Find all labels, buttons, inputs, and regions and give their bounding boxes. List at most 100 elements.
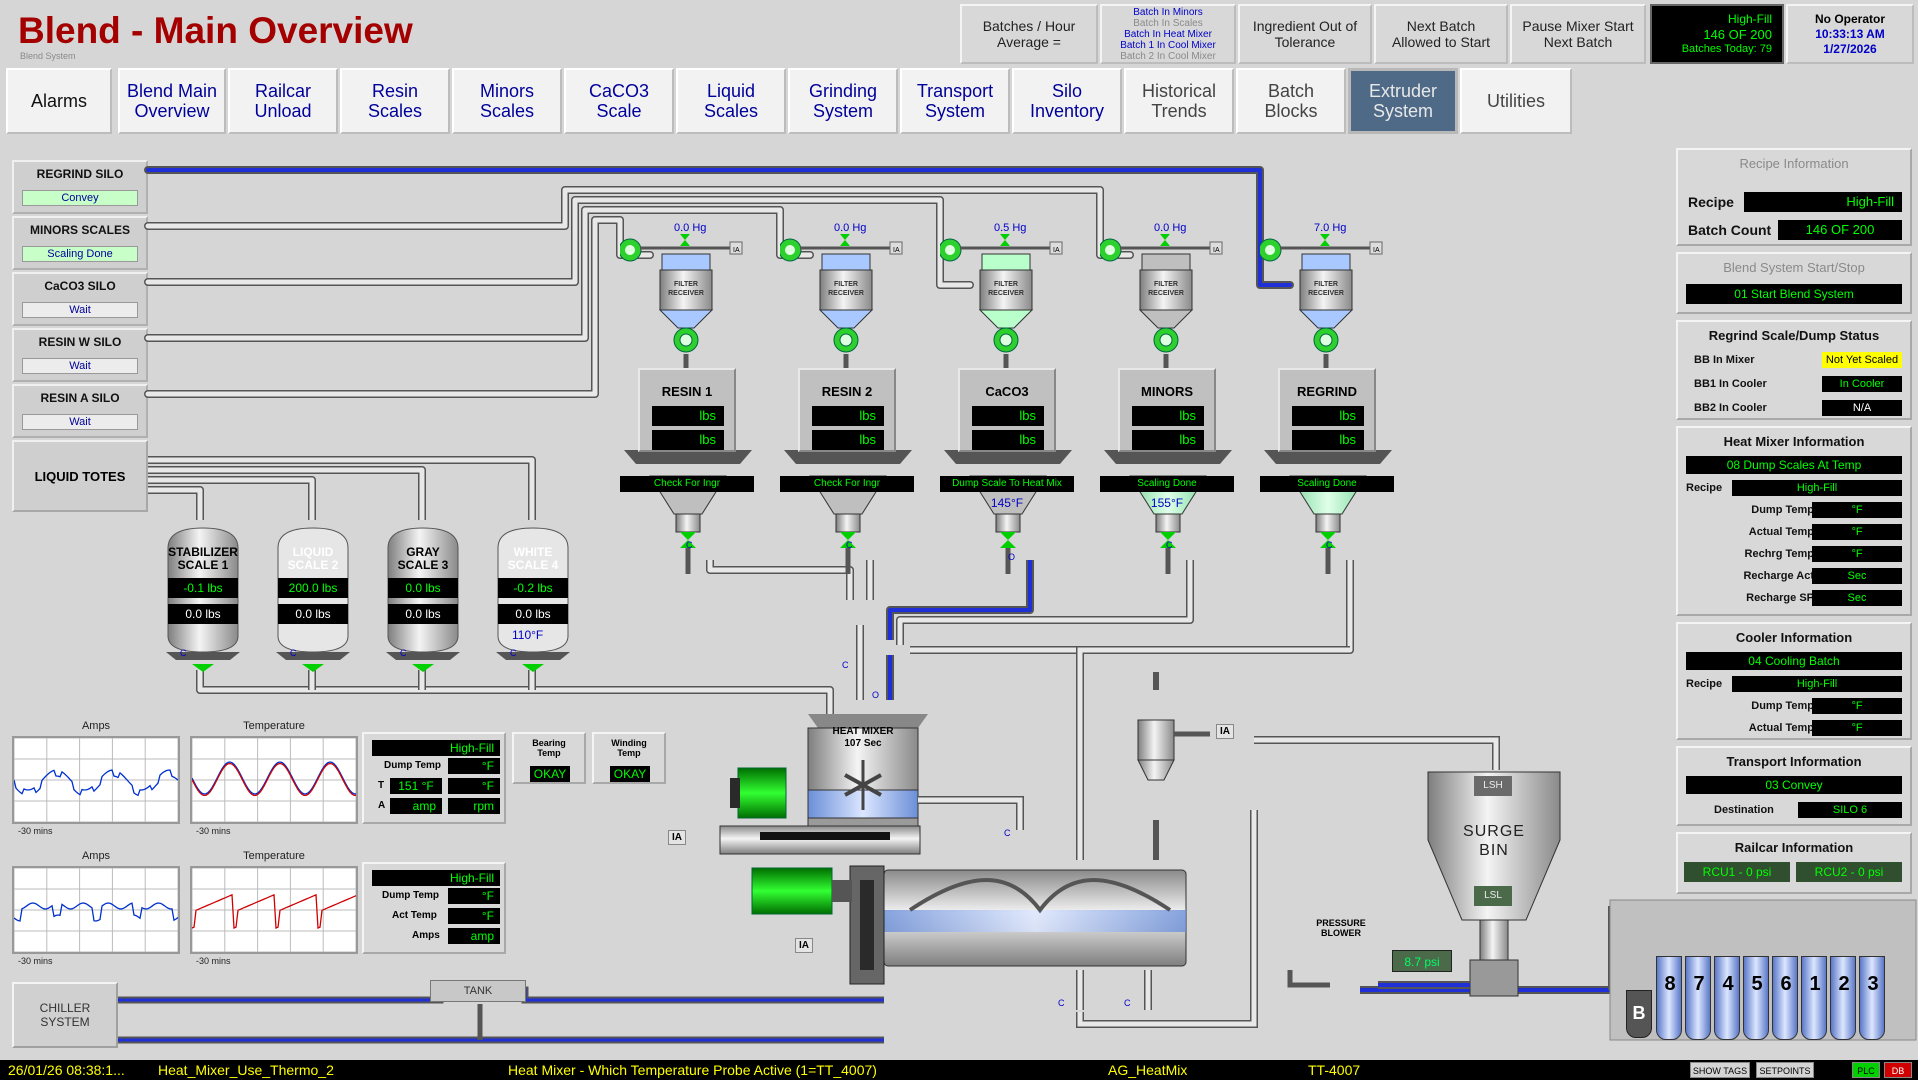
vacuum-reading: 0.5 Hg (994, 222, 1027, 234)
nav-extruder-system[interactable]: Extruder System (1348, 68, 1458, 134)
heat-mixer-info-panel: Heat Mixer Information 08 Dump Scales At… (1676, 426, 1912, 616)
silo-name: CaCO3 SILO (44, 279, 116, 293)
hm-info-t-val: 151 °F (390, 778, 442, 794)
bin-b[interactable]: B (1626, 990, 1652, 1038)
pause-mixer-button[interactable]: Pause Mixer Start Next Batch (1510, 4, 1646, 64)
nav-blend-main-overview[interactable]: Blend Main Overview (118, 68, 226, 134)
receiver-resin-2: 0.0 Hg IA FILTER RECEIVER 1110000RESIN 2… (780, 214, 920, 574)
cooler-status: 04 Cooling Batch (1686, 652, 1902, 670)
nav-label: Silo Inventory (1029, 81, 1105, 121)
show-tags-button[interactable]: SHOW TAGS (1690, 1062, 1750, 1078)
svg-text:IA: IA (1373, 247, 1380, 254)
temperature-trend-chart[interactable] (190, 866, 358, 954)
scale-weight: lbs (1132, 406, 1204, 426)
temp-trend-plot (191, 737, 357, 823)
bearing-temp-box: Bearing Temp OKAY (512, 732, 586, 784)
nav-railcar-unload[interactable]: Railcar Unload (228, 68, 338, 134)
next-batch-allowed[interactable]: Next Batch Allowed to Start (1374, 4, 1508, 64)
amps-trend-chart[interactable] (12, 866, 180, 954)
storage-bin[interactable]: 3 (1859, 956, 1885, 1040)
silo-status: Wait (22, 358, 138, 374)
batches-today: Batches Today: 79 (1681, 43, 1772, 55)
scale-status: Scaling Done (1100, 476, 1234, 492)
scale-setpoint: lbs (1132, 430, 1204, 450)
nav-resin-scales[interactable]: Resin Scales (340, 68, 450, 134)
nav-label: Transport System (916, 81, 994, 121)
startstop-val[interactable]: 01 Start Blend System (1686, 284, 1902, 304)
valve-c-label: C (400, 648, 407, 658)
silo-status: Convey (22, 190, 138, 206)
setpoints-button[interactable]: SETPOINTS (1756, 1062, 1814, 1078)
vacuum-reading: 0.0 Hg (674, 222, 707, 234)
storage-bin[interactable]: 1 (1801, 956, 1827, 1040)
hm-info-t-lbl: T (378, 780, 385, 791)
cool-info-recipe: High-Fill (372, 870, 500, 886)
header-recipe: High-Fill (1727, 12, 1772, 26)
nav-batch-blocks[interactable]: Batch Blocks (1236, 68, 1346, 134)
bin-number: 1 (1809, 973, 1821, 995)
nav-label: Historical Trends (1141, 81, 1216, 121)
nav-label: Batch Blocks (1264, 81, 1318, 121)
temperature-trend-chart[interactable] (190, 736, 358, 824)
nav-transport-system[interactable]: Transport System (900, 68, 1010, 134)
nav-liquid-scales[interactable]: Liquid Scales (676, 68, 786, 134)
vacuum-reading: 7.0 Hg (1314, 222, 1347, 234)
white-scale-temp: 110°F (512, 628, 544, 642)
liquid-totes-box[interactable]: LIQUID TOTES (12, 440, 148, 512)
scale-name: MINORS (1141, 384, 1193, 399)
receiver-caco3: 0.5 Hg IA FILTER RECEIVER 1211310CaCO3lb… (940, 214, 1080, 574)
nav-alarms[interactable]: Alarms (6, 68, 112, 134)
amps-trend-chart[interactable] (12, 736, 180, 824)
nav-silo-inventory[interactable]: Silo Inventory (1012, 68, 1122, 134)
nav-historical-trends[interactable]: Historical Trends (1124, 68, 1234, 134)
destination-lbl: Destination (1714, 804, 1774, 816)
storage-bin[interactable]: 4 (1714, 956, 1740, 1040)
nav-grinding-system[interactable]: Grinding System (788, 68, 898, 134)
storage-bin[interactable]: 2 (1830, 956, 1856, 1040)
liquid-tote-pipes (148, 456, 834, 715)
ingredient-out-of-tolerance[interactable]: Ingredient Out of Tolerance (1238, 4, 1372, 64)
scale-name: RESIN 2 (821, 384, 873, 399)
heat-mixer-time: 107 Sec (844, 738, 882, 749)
nav-utilities[interactable]: Utilities (1460, 68, 1572, 134)
cool-info-act-lbl: Act Temp (392, 910, 437, 921)
amps-trend-title: Amps (81, 720, 111, 732)
pause-mixer-label: Pause Mixer Start Next Batch (1522, 18, 1634, 50)
storage-bin[interactable]: 7 (1685, 956, 1711, 1040)
svg-text:FILTER: FILTER (834, 281, 858, 288)
winding-temp-box: Winding Temp OKAY (592, 732, 666, 784)
silo-name: RESIN A SILO (40, 391, 120, 405)
scale-box[interactable]: MINORS lbs lbs (1118, 368, 1216, 452)
nav-minors-scales[interactable]: Minors Scales (452, 68, 562, 134)
operator-label: No Operator (1814, 11, 1885, 26)
batch-count-val: 146 OF 200 (1778, 220, 1902, 240)
destination-val: SILO 6 (1798, 802, 1902, 818)
next-batch-label: Next Batch Allowed to Start (1391, 18, 1491, 50)
silo-status: Scaling Done (22, 246, 138, 262)
storage-bin[interactable]: 5 (1743, 956, 1769, 1040)
chiller-system-box[interactable]: CHILLER SYSTEM (12, 982, 118, 1048)
nav-caco3-scale[interactable]: CaCO3 Scale (564, 68, 674, 134)
valve-c-label: C (1004, 828, 1011, 838)
scale-status: Check For Ingr (780, 476, 914, 492)
storage-bin[interactable]: 6 (1772, 956, 1798, 1040)
cooler-row-value: °F (1812, 720, 1902, 736)
bin-number: 3 (1867, 973, 1879, 995)
storage-bin[interactable]: 8 (1656, 956, 1682, 1040)
railcar-info-panel: Railcar Information RCU1 - 0 psi RCU2 - … (1676, 832, 1912, 894)
scale-name: CaCO3 (985, 384, 1029, 399)
hm-info-dump-lbl: Dump Temp (384, 760, 442, 771)
